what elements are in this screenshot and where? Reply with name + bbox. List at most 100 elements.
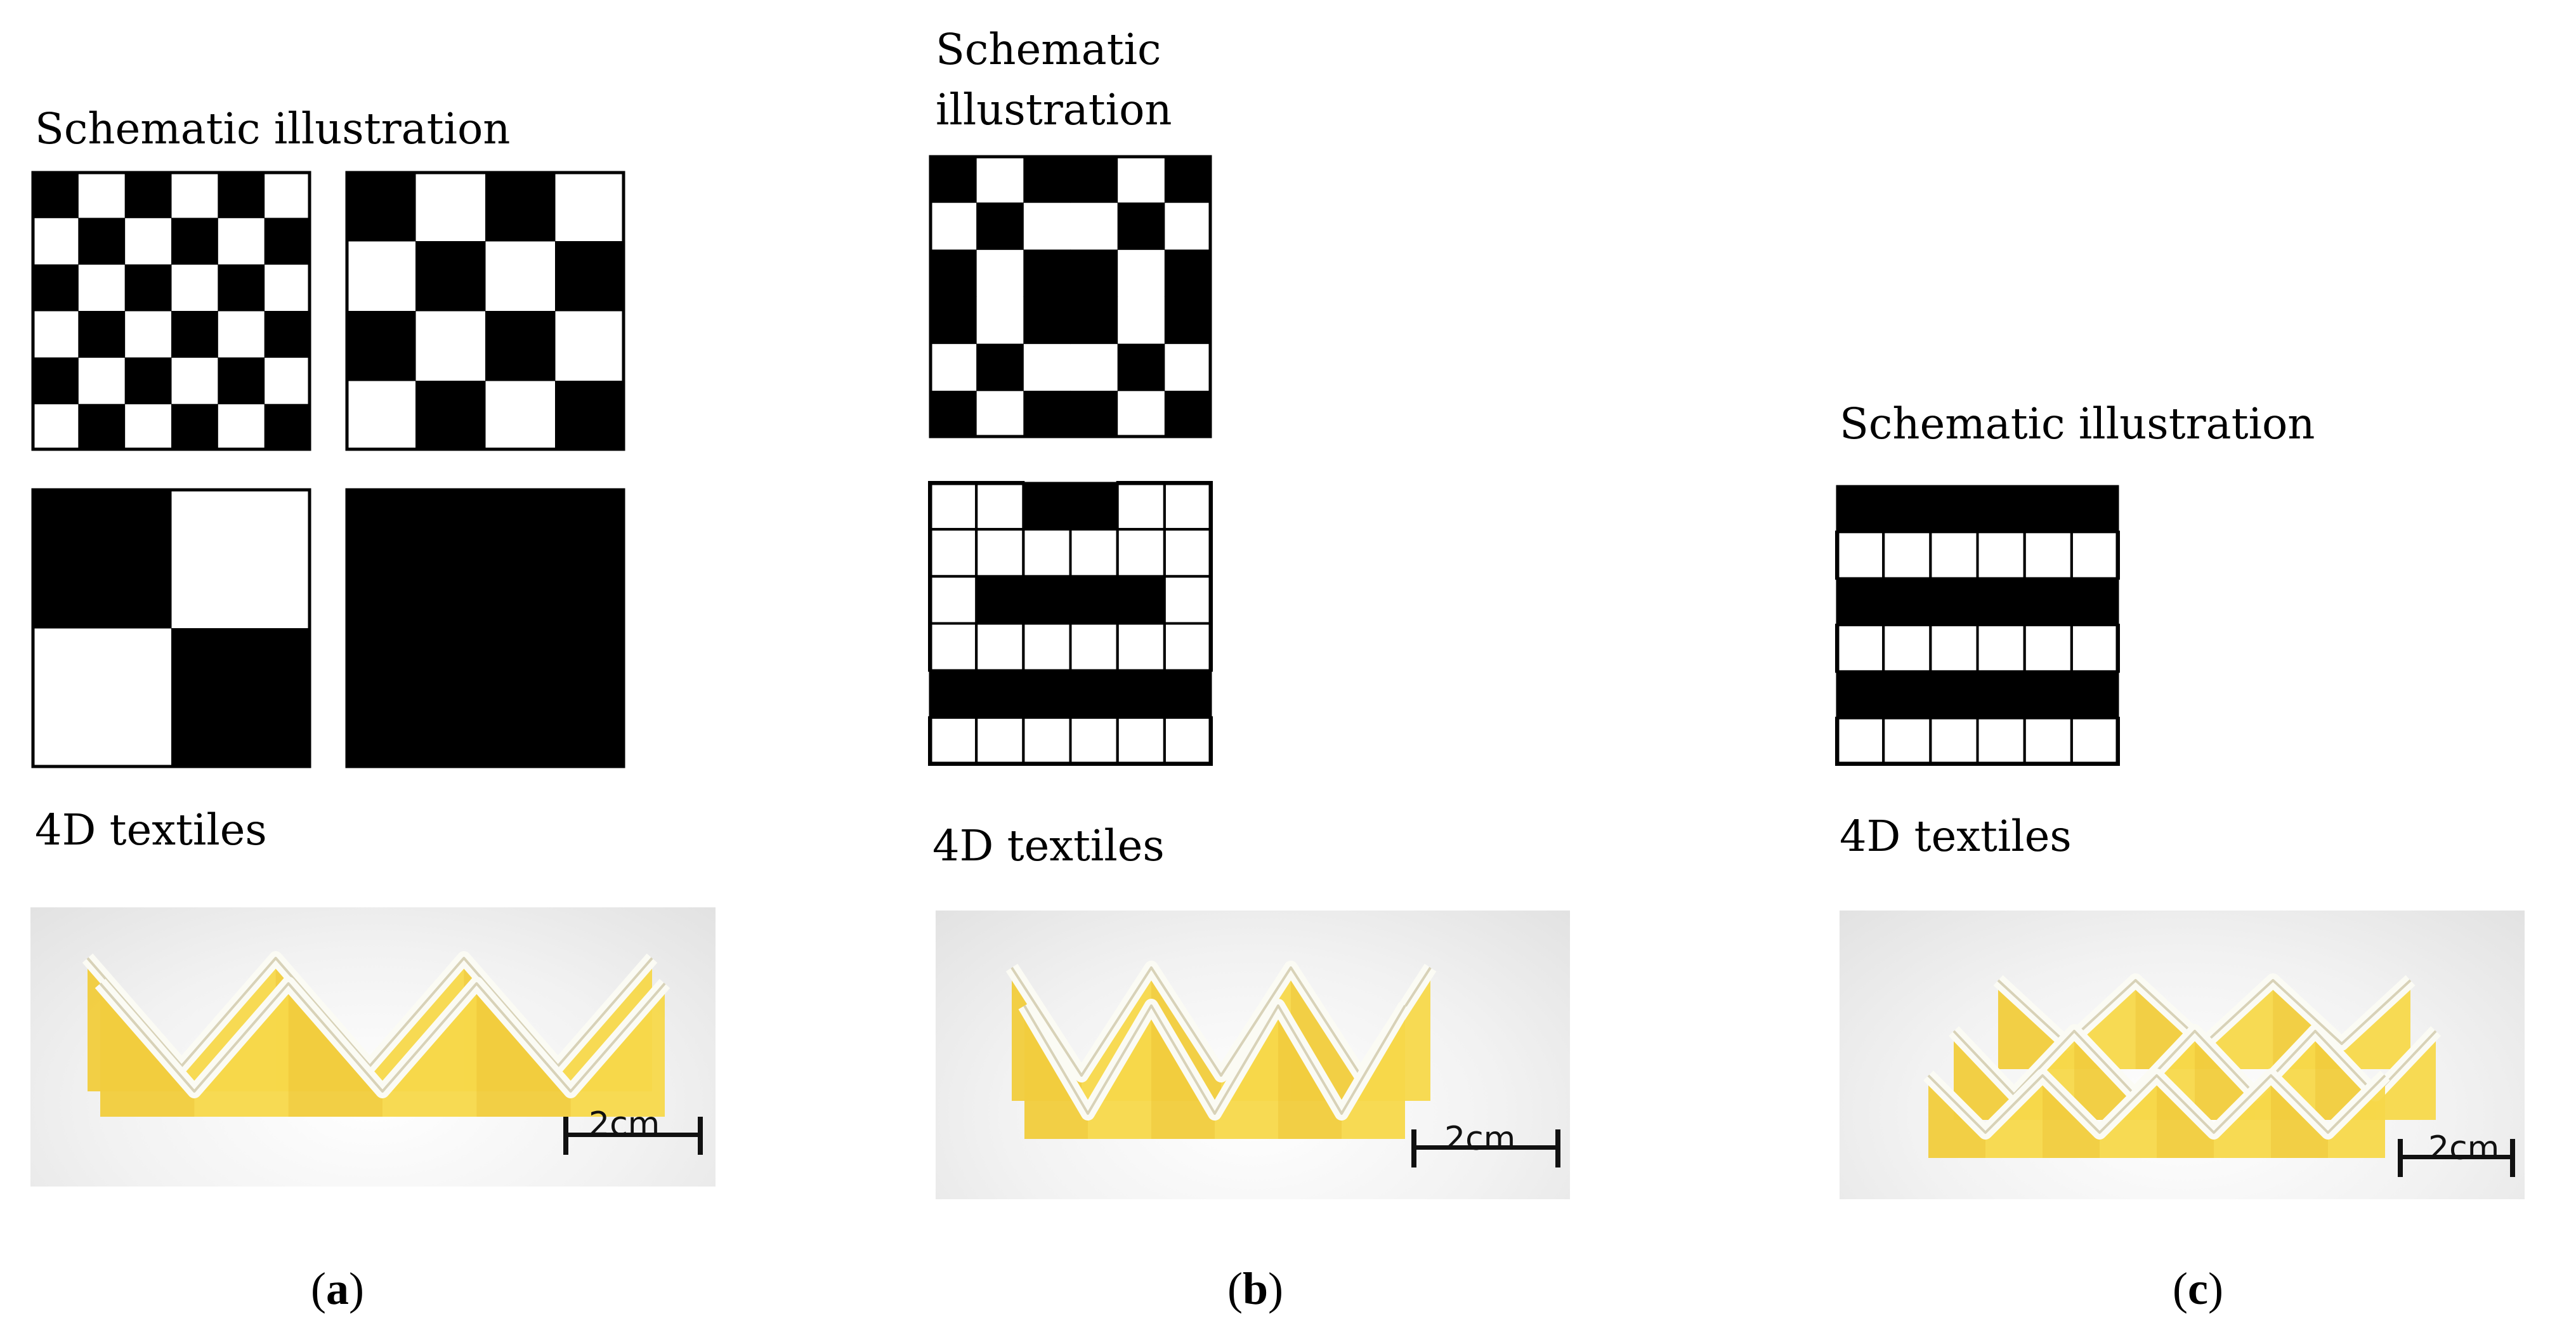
pattern-cell	[218, 357, 265, 405]
pattern-cell	[415, 381, 486, 451]
pattern-cell	[1070, 576, 1118, 624]
panel-a-pattern-checker-2x2	[31, 488, 311, 768]
pattern-cell	[1023, 482, 1071, 530]
pattern-frame	[1836, 485, 2119, 765]
pattern-cell	[171, 404, 218, 451]
pattern-cell	[929, 670, 977, 718]
panel-a-textile-photo: 2cm	[30, 907, 716, 1187]
pattern-cell	[124, 264, 172, 312]
pattern-cell	[32, 264, 79, 312]
pattern-cell	[32, 489, 172, 629]
pattern-cell	[171, 628, 311, 768]
pattern-cell	[1117, 670, 1165, 718]
pattern-cell	[346, 171, 416, 242]
pattern-cell	[415, 241, 486, 312]
pattern-frame	[345, 171, 625, 451]
textile-rod-edge	[86, 957, 653, 1067]
pattern-cell	[1164, 249, 1212, 297]
pattern-cell	[1117, 343, 1165, 391]
panel-b-pattern-top	[929, 155, 1212, 438]
pattern-cell	[78, 218, 126, 265]
panel-c-schematic-label: Schematic illustration	[1840, 399, 2315, 449]
pattern-cell	[78, 404, 126, 451]
pattern-cell	[1023, 390, 1071, 438]
panel-b-scale-bar	[1411, 1129, 1560, 1167]
pattern-frame	[31, 488, 311, 768]
pattern-frame	[345, 488, 625, 768]
panel-a-pattern-checker-6x6	[31, 171, 311, 451]
panel-b-caption: (b)	[1227, 1263, 1284, 1314]
pattern-cell	[485, 311, 556, 381]
pattern-frame	[929, 155, 1212, 438]
panel-a-textile-label: 4D textiles	[35, 805, 267, 855]
pattern-cell	[929, 249, 977, 297]
textile-membrane	[1928, 1075, 2385, 1158]
panel-b-schematic-label-line2: illustration	[936, 85, 1172, 135]
pattern-cell	[976, 343, 1024, 391]
pattern-cell	[976, 202, 1024, 250]
pattern-cell	[171, 311, 218, 358]
pattern-cell	[555, 381, 625, 451]
pattern-cell	[976, 576, 1024, 624]
pattern-cell	[218, 171, 265, 218]
pattern-cell	[1164, 390, 1212, 438]
pattern-solid-fill	[346, 489, 625, 768]
panel-c-caption: (c)	[2173, 1263, 2223, 1314]
pattern-cell	[1164, 670, 1212, 718]
pattern-cell	[929, 155, 977, 203]
pattern-cell	[1070, 249, 1118, 297]
textile-rod-edge	[99, 982, 666, 1093]
panel-c-pattern-stripes	[1835, 485, 2121, 766]
panel-a-schematic-label: Schematic illustration	[35, 104, 511, 154]
pattern-cell	[1070, 482, 1118, 530]
textile-membrane	[1024, 1006, 1405, 1139]
pattern-cell	[1070, 390, 1118, 438]
textile-rod-edge	[1952, 1030, 2437, 1096]
pattern-cell	[555, 241, 625, 312]
textile-rod-edge	[1927, 1074, 2386, 1134]
textile-rod-edge	[1023, 1004, 1406, 1115]
pattern-frame	[31, 171, 311, 451]
pattern-cell	[929, 296, 977, 345]
panel-c-textile-photo: 2cm	[1840, 911, 2525, 1199]
pattern-cell	[976, 670, 1024, 718]
pattern-cell	[346, 311, 416, 381]
panel-a-pattern-checker-4x4	[345, 171, 625, 451]
panel-a-pattern-solid	[345, 488, 625, 768]
panel-a-scale-bar	[563, 1117, 703, 1155]
pattern-cell	[218, 264, 265, 312]
pattern-cell	[124, 171, 172, 218]
panel-b-pattern-bottom	[928, 481, 1213, 766]
pattern-cell	[1023, 576, 1071, 624]
panel-b-textile-label: 4D textiles	[932, 821, 1165, 871]
panel-c-scale-bar	[2398, 1139, 2515, 1177]
pattern-stripe	[1836, 485, 2119, 532]
pattern-cell	[1117, 202, 1165, 250]
pattern-cell	[32, 357, 79, 405]
pattern-cell	[32, 171, 79, 218]
panel-b-schematic-label-line1: Schematic	[936, 25, 1161, 74]
pattern-stripe	[1836, 578, 2119, 626]
pattern-cell	[1023, 296, 1071, 345]
panel-c-textile-label: 4D textiles	[1840, 812, 2072, 861]
pattern-frame	[929, 482, 1212, 765]
panel-b-textile-photo: 2cm	[936, 911, 1570, 1199]
panel-b-scale-label: 2cm	[1444, 1120, 1516, 1158]
pattern-cell	[1070, 296, 1118, 345]
pattern-cell	[1023, 249, 1071, 297]
pattern-cell	[485, 171, 556, 242]
pattern-cell	[264, 218, 311, 265]
pattern-cell	[1023, 155, 1071, 203]
panel-a-caption: (a)	[311, 1263, 364, 1314]
pattern-cell	[1164, 155, 1212, 203]
pattern-cell	[1164, 296, 1212, 345]
panel-a-scale-label: 2cm	[589, 1105, 660, 1143]
pattern-cell	[171, 218, 218, 265]
textile-membrane	[100, 983, 665, 1117]
pattern-cell	[78, 311, 126, 358]
pattern-cell	[929, 390, 977, 438]
pattern-cell	[264, 404, 311, 451]
pattern-cell	[124, 357, 172, 405]
pattern-cell	[1070, 155, 1118, 203]
panel-c-scale-label: 2cm	[2428, 1129, 2500, 1167]
